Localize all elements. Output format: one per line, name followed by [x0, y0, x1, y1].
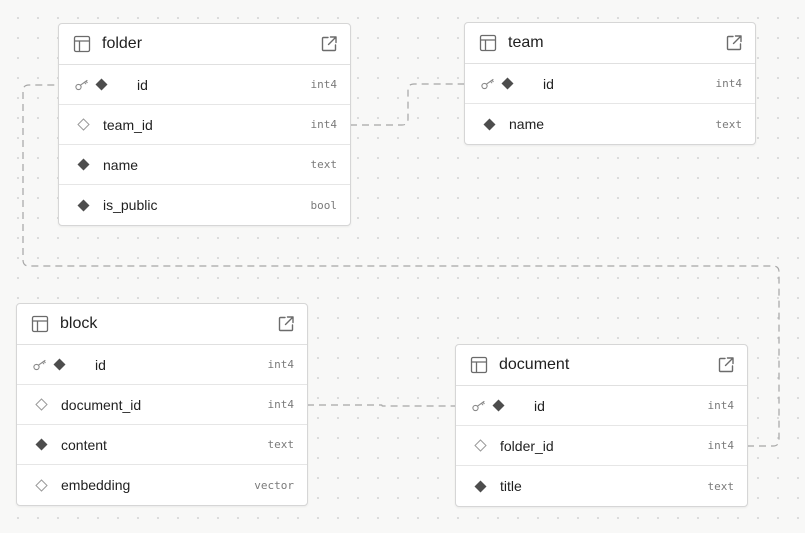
column-type: bool: [310, 198, 338, 212]
nullable-diamond-icon: [35, 398, 49, 411]
table-header: folder: [59, 24, 350, 65]
column-type: int4: [267, 398, 295, 411]
column-type: int4: [310, 118, 338, 131]
column-name: id: [534, 397, 545, 414]
column-row[interactable]: folder_id int4: [456, 426, 747, 466]
table-name: block: [60, 315, 98, 332]
table-icon: [31, 315, 49, 333]
table-folder[interactable]: folder id int4 team_id int4 name text is_public…: [58, 23, 351, 226]
column-name: folder_id: [500, 437, 554, 454]
not-null-diamond-icon: [492, 399, 506, 412]
not-null-diamond-icon: [77, 199, 91, 212]
column-row[interactable]: name text: [59, 145, 350, 185]
column-type: text: [267, 438, 295, 451]
column-row[interactable]: id int4: [465, 64, 755, 104]
column-name: id: [137, 76, 148, 93]
relationship-edge: [307, 404, 456, 407]
table-document[interactable]: document id int4 folder_id int4 title text: [455, 344, 748, 507]
not-null-diamond-icon: [95, 78, 109, 91]
column-name: team_id: [103, 116, 153, 133]
column-type: vector: [254, 478, 294, 492]
column-name: embedding: [61, 477, 131, 493]
column-row[interactable]: content text: [17, 425, 307, 465]
not-null-diamond-icon: [483, 118, 497, 131]
open-external-icon[interactable]: [717, 356, 735, 374]
table-block[interactable]: block id int4 document_id int4 content text emb…: [16, 303, 308, 506]
table-name: folder: [102, 35, 143, 52]
column-type: int4: [715, 77, 743, 90]
column-name: content: [61, 436, 107, 453]
column-row[interactable]: name text: [465, 104, 755, 144]
column-name: document_id: [61, 396, 142, 413]
column-row[interactable]: embedding vector: [17, 465, 307, 505]
not-null-diamond-icon: [35, 438, 49, 451]
table-icon: [470, 356, 488, 374]
column-row[interactable]: id int4: [17, 345, 307, 385]
primary-key-icon: [481, 78, 499, 90]
column-row[interactable]: team_id int4: [59, 105, 350, 145]
not-null-diamond-icon: [474, 480, 488, 493]
column-name: id: [543, 75, 554, 92]
not-null-diamond-icon: [77, 158, 91, 171]
primary-key-icon: [472, 400, 490, 412]
column-row[interactable]: document_id int4: [17, 385, 307, 425]
open-external-icon[interactable]: [725, 34, 743, 52]
table-header: block: [17, 304, 307, 345]
table-icon: [479, 34, 497, 52]
column-type: text: [707, 479, 735, 493]
column-row[interactable]: title text: [456, 466, 747, 506]
not-null-diamond-icon: [53, 358, 67, 371]
table-icon: [73, 35, 91, 53]
nullable-diamond-icon: [77, 118, 91, 131]
column-name: is_public: [103, 197, 158, 213]
column-name: title: [500, 478, 522, 494]
primary-key-icon: [33, 359, 51, 371]
column-type: text: [715, 117, 743, 131]
nullable-diamond-icon: [474, 439, 488, 452]
column-type: text: [310, 158, 338, 171]
table-name: document: [499, 356, 570, 373]
primary-key-icon: [75, 79, 93, 91]
open-external-icon[interactable]: [277, 315, 295, 333]
column-name: id: [95, 356, 106, 373]
column-type: int4: [267, 358, 295, 371]
table-header: team: [465, 23, 755, 64]
table-header: document: [456, 345, 747, 386]
nullable-diamond-icon: [35, 478, 49, 492]
column-name: name: [103, 156, 139, 173]
open-external-icon[interactable]: [320, 35, 338, 53]
column-type: int4: [310, 78, 338, 91]
table-name: team: [508, 34, 544, 51]
relationship-edge: [350, 83, 465, 126]
column-row[interactable]: id int4: [456, 386, 747, 426]
column-type: int4: [707, 439, 735, 452]
table-team[interactable]: team id int4 name text: [464, 22, 756, 145]
column-row[interactable]: is_public bool: [59, 185, 350, 225]
not-null-diamond-icon: [501, 77, 515, 90]
column-type: int4: [707, 399, 735, 412]
column-name: name: [509, 116, 545, 132]
column-row[interactable]: id int4: [59, 65, 350, 105]
